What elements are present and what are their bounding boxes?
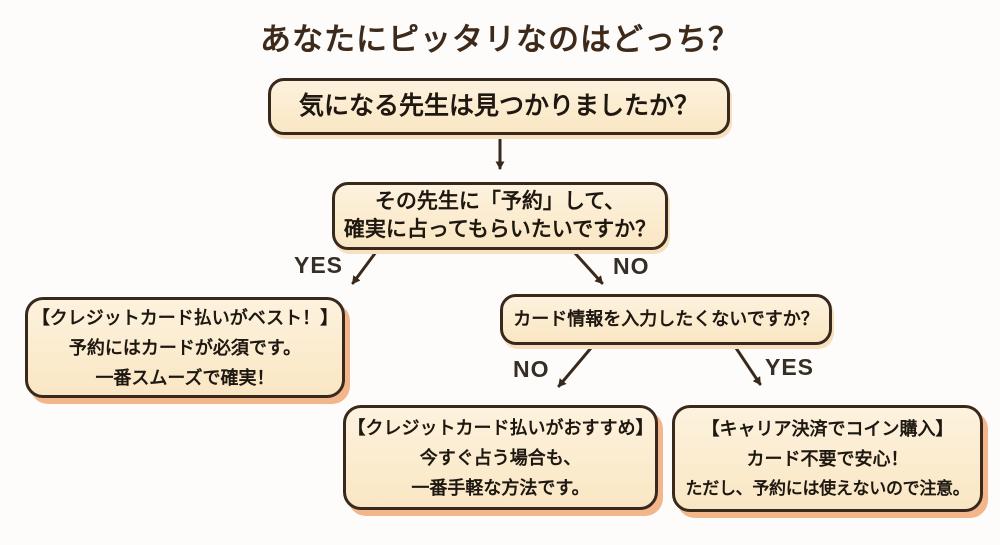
question-text: カード情報を入力したくないですか？ [513,308,819,329]
result-heading: 【クレジットカード払いがおすすめ】 [347,417,654,438]
node-result-credit-recommend: 【クレジットカード払いがおすすめ】 今すぐ占う場合も、 一番手軽な方法です。 [343,405,658,510]
node-question-card-info: カード情報を入力したくないですか？ [500,294,832,345]
result-line2: 一番手軽な方法です。 [411,477,590,498]
result-line1: 予約にはカードが必須です。 [68,337,302,358]
edge-label-reserve-yes: YES [294,252,344,278]
arrow-q2-no-to-q3 [572,250,604,285]
arrow-q3-no-to-r2 [557,346,593,388]
question-text: 気になる先生は見つかりましたか？ [298,92,699,120]
node-question-found-teacher: 気になる先生は見つかりましたか？ [268,78,730,135]
result-line2: 一番スムーズで確実！ [95,367,275,388]
result-line1: 今すぐ占う場合も、 [419,447,582,468]
question-text-line1: その先生に「予約」して、 [374,190,626,214]
result-line1: カード不要で安心！ [746,448,909,469]
result-line2: ただし、予約には使えないので注意。 [685,478,970,498]
edge-label-cardinfo-yes: YES [765,354,815,380]
result-heading: 【クレジットカード払いがベスト！】 [31,307,339,328]
result-heading: 【キャリア決済でコイン購入】 [701,418,954,439]
edge-label-reserve-no: NO [613,253,650,279]
arrow-q3-yes-to-r3 [734,346,762,386]
node-question-reserve: その先生に「予約」して、 確実に占ってもらいたいですか？ [332,182,668,250]
question-text-line2: 確実に占ってもらいたいですか？ [343,218,657,241]
arrow-q2-yes-to-r1 [351,250,378,285]
node-result-carrier-coin: 【キャリア決済でコイン購入】 カード不要で安心！ ただし、予約には使えないので注… [672,405,983,512]
node-result-credit-best: 【クレジットカード払いがベスト！】 予約にはカードが必須です。 一番スムーズで確… [25,297,345,398]
edge-label-cardinfo-no: NO [513,356,550,382]
flowchart-title: あなたにピッタリなのはどっち？ [260,22,740,57]
